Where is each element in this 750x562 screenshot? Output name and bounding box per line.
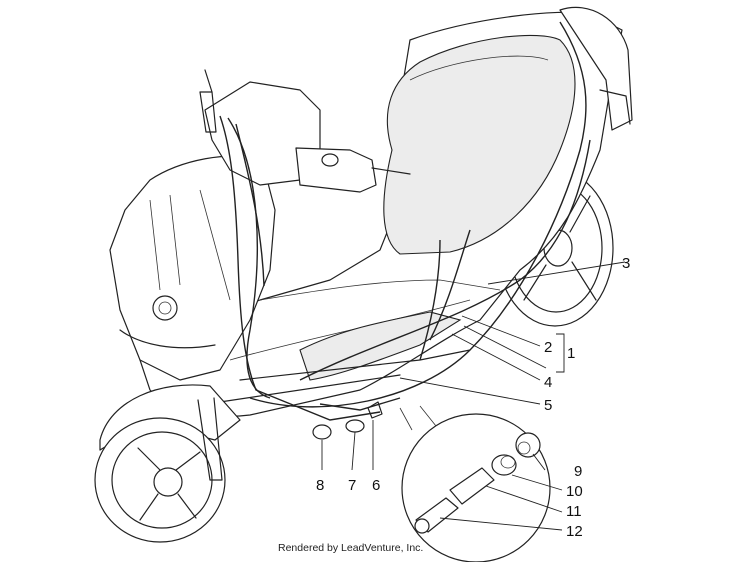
handlebar <box>199 69 411 193</box>
callout-3: 3 <box>622 255 630 272</box>
callout-2: 2 <box>544 339 552 356</box>
leader-lines <box>321 261 626 531</box>
front-wheel <box>94 384 241 543</box>
callout-7: 7 <box>348 477 356 494</box>
callout-6: 6 <box>372 477 380 494</box>
callout-1: 1 <box>567 345 575 362</box>
callout-11: 11 <box>566 503 582 520</box>
callout-8: 8 <box>316 477 324 494</box>
callout-12: 12 <box>566 523 583 540</box>
callout-9: 9 <box>574 463 582 480</box>
small-parts <box>312 401 383 440</box>
callout-4: 4 <box>544 374 552 391</box>
detail-circle <box>399 405 551 562</box>
callout-5: 5 <box>544 397 552 414</box>
callout-10: 10 <box>566 483 583 500</box>
cables <box>219 21 591 421</box>
render-credit: Rendered by LeadVenture, Inc. <box>278 542 424 554</box>
